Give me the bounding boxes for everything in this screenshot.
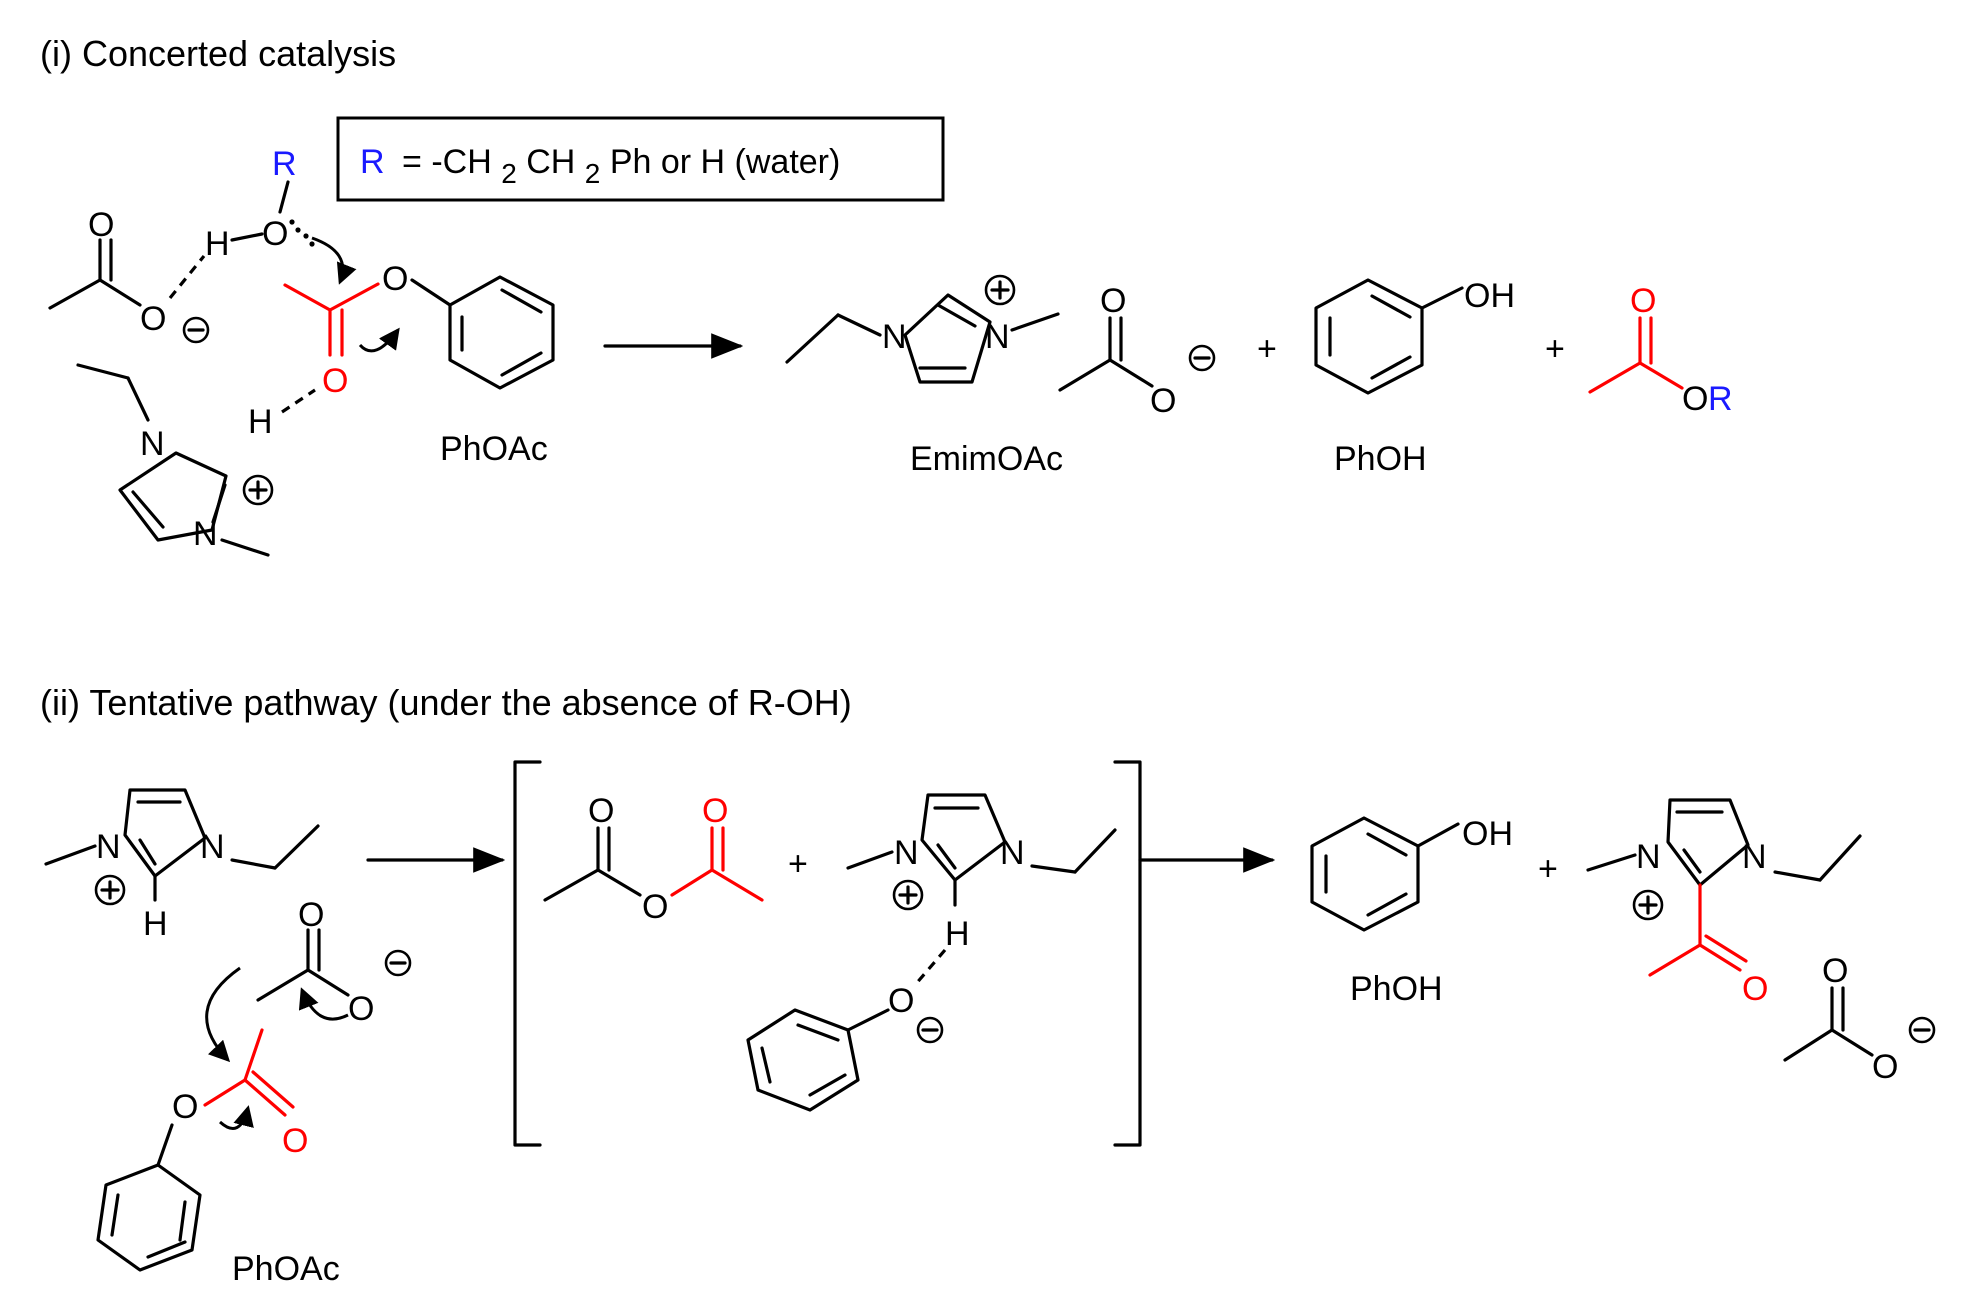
phenol2-OH: OH (1462, 815, 1513, 853)
phenol-product-2: OH PhOH (1310, 815, 1513, 1008)
anhydride-O-left: O (588, 792, 614, 830)
emim2-N1: N (200, 828, 225, 866)
roh-H: H (205, 225, 230, 263)
acetic-anhydride: O O O (543, 792, 764, 926)
r-def-symbol: R (360, 143, 385, 181)
acetate3-O-top: O (1822, 952, 1848, 990)
acyl-imid-carbonyl-O: O (1742, 970, 1768, 1008)
roh-nucleophile: R O H (205, 145, 357, 285)
anhydride-O-bridge: O (642, 888, 668, 926)
phenol2-label: PhOH (1350, 970, 1443, 1008)
phoac2-label: PhOAc (232, 1250, 340, 1288)
emimoac-acetate-O-top: O (1100, 282, 1126, 320)
acetate2-O-top: O (298, 896, 324, 934)
acetyl-or-O: O (1682, 380, 1708, 418)
acyl-imid-N3: N (1636, 838, 1661, 876)
emimoac-N3: N (985, 318, 1010, 356)
r-def-text-2: CH (526, 143, 575, 181)
section1-title: (i) Concerted catalysis (40, 33, 396, 74)
phenol1-OH: OH (1464, 277, 1515, 315)
phoac2-ester-O: O (172, 1088, 198, 1126)
emim2-H: H (143, 905, 168, 943)
emim3-N1: N (1000, 834, 1025, 872)
r-definition-box: R = -CH 2 CH 2 Ph or H (water) (336, 116, 945, 202)
emim3-N3: N (894, 834, 919, 872)
phenyl-acetate-1: O O PhOAc (281, 260, 555, 468)
emim-cation-2: N N H (44, 788, 320, 943)
svg-text:R = -CH 2 CH: R = -CH 2 CH 2 Ph or H (water) (360, 143, 840, 191)
section2-title: (ii) Tentative pathway (under the absenc… (40, 682, 852, 723)
phenoxide-O: O (888, 982, 914, 1020)
bracket-left (513, 760, 542, 1147)
acetate3-O-minus: O (1872, 1048, 1898, 1086)
emim2-N3: N (96, 828, 121, 866)
acyl-imid-N1: N (1742, 838, 1767, 876)
r-def-text-3: Ph or H (water) (610, 143, 841, 181)
phoac1-ester-O: O (382, 260, 408, 298)
phenyl-acetate-2: O O PhOAc (96, 1028, 340, 1288)
acetate1-O-minus: O (140, 300, 166, 338)
emim-acetate-product: N N O O EmimOAc (785, 274, 1216, 478)
emim1-H: H (248, 403, 273, 441)
phoac2-carbonyl-O: O (282, 1122, 308, 1160)
acetate-anion-2: O O (205, 896, 412, 1063)
r-def-text-1: = -CH (402, 143, 492, 181)
emimoac-acetate-O-minus: O (1150, 382, 1176, 420)
emimoac-label: EmimOAc (910, 440, 1063, 478)
plus-2: + (1545, 330, 1565, 368)
anhydride-O-right: O (702, 792, 728, 830)
emim1-N3: N (193, 515, 218, 553)
plus-1: + (1257, 330, 1277, 368)
acetyl-or-R: R (1708, 380, 1733, 418)
phoac1-label: PhOAc (440, 430, 548, 468)
phenol-product-1: OH PhOH (1314, 277, 1515, 478)
roh-O: O (262, 215, 288, 253)
acetyl-imidazolium-product: N N O O O (1586, 798, 1936, 1086)
emim1-N1: N (140, 425, 165, 463)
emim3-H: H (945, 915, 970, 953)
r-def-sub-1: 2 (501, 158, 517, 189)
emimoac-N1: N (882, 318, 907, 356)
r-def-sub-2: 2 (585, 158, 601, 189)
acetyl-or-carbonyl-O: O (1630, 282, 1656, 320)
phenol1-label: PhOH (1334, 440, 1427, 478)
plus-3: + (788, 845, 808, 883)
phoac1-carbonyl-O: O (322, 362, 348, 400)
acetyl-or-product: O O R (1588, 282, 1733, 418)
acetate2-O-minus: O (348, 990, 374, 1028)
bracket-right (1113, 760, 1142, 1147)
emim-phenoxide-pair: N N H O (746, 793, 1117, 1112)
acetate1-O-top: O (88, 206, 114, 244)
roh-R: R (272, 145, 297, 183)
plus-4: + (1538, 850, 1558, 888)
acetate-anion-1: O O (48, 206, 210, 344)
emim-cation-1: N N H (76, 363, 274, 557)
